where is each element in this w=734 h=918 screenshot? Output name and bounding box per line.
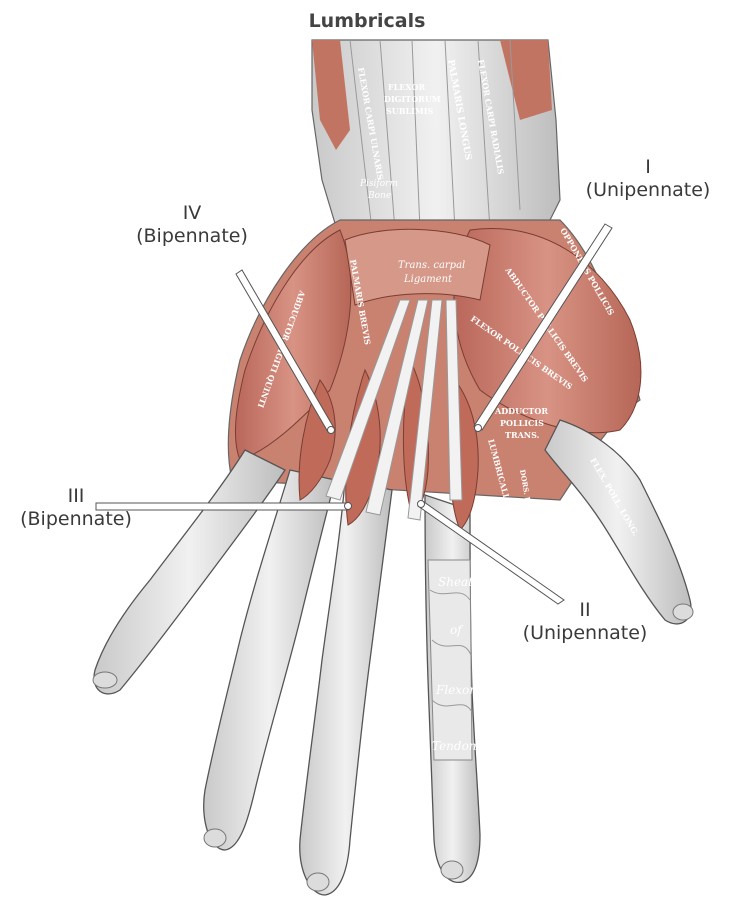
- transverse-carpal-ligament: [344, 228, 491, 306]
- label-lumbrical-ii: II (Unipennate): [500, 599, 670, 645]
- svg-text:Sheath: Sheath: [438, 575, 481, 589]
- thumb: [544, 419, 692, 625]
- forearm-muscle-right: [500, 40, 552, 120]
- label-lumbrical-i: I (Unipennate): [568, 156, 728, 202]
- middle-finger: [299, 479, 393, 896]
- forearm-muscle-left: [312, 40, 350, 150]
- lumbrical-4: [298, 379, 336, 501]
- leader-lines: [95, 223, 613, 605]
- svg-text:of: of: [450, 623, 464, 637]
- label-i-numeral: I: [645, 156, 651, 178]
- label-ii-numeral: II: [579, 599, 591, 621]
- little-finger: [93, 449, 286, 695]
- svg-text:POLLICIS: POLLICIS: [500, 418, 544, 428]
- label-iii-numeral: III: [67, 485, 85, 507]
- label-ii-type: (Unipennate): [522, 622, 648, 644]
- flexor-tendons: [325, 299, 463, 521]
- svg-text:Pisiform: Pisiform: [359, 179, 398, 189]
- svg-text:DIGITORUM: DIGITORUM: [384, 94, 441, 104]
- label-i-type: (Unipennate): [585, 179, 711, 201]
- leader-i: [473, 223, 613, 431]
- svg-text:TRANS.: TRANS.: [505, 430, 540, 440]
- label-lumbrical-iii: III (Bipennate): [6, 485, 146, 531]
- svg-text:Tendons: Tendons: [432, 739, 483, 753]
- label-lumbrical-iv: IV (Bipennate): [112, 202, 272, 248]
- svg-text:ADDUCTOR: ADDUCTOR: [494, 406, 548, 416]
- ring-finger: [203, 469, 336, 851]
- svg-text:FLEXOR: FLEXOR: [388, 82, 425, 92]
- label-iii-type: (Bipennate): [20, 508, 132, 530]
- label-iv-type: (Bipennate): [136, 225, 248, 247]
- svg-text:Flexor: Flexor: [435, 683, 476, 697]
- svg-text:SUBLIMIS: SUBLIMIS: [386, 106, 433, 116]
- label-iv-numeral: IV: [182, 202, 202, 224]
- svg-text:Trans. carpal: Trans. carpal: [398, 260, 465, 271]
- diagram-title: Lumbricals: [308, 10, 426, 32]
- svg-text:Bone: Bone: [367, 191, 391, 201]
- flexor-sheath: [427, 559, 473, 761]
- svg-text:Ligament: Ligament: [403, 274, 453, 285]
